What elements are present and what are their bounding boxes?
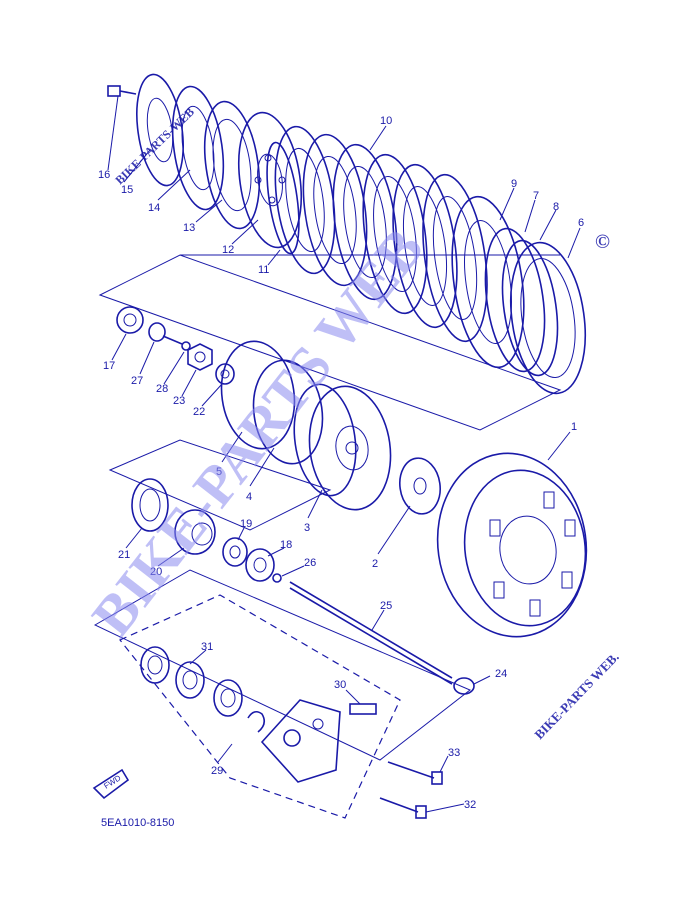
- callout-11: 11: [258, 264, 269, 276]
- part-7-cushion-ring: [484, 227, 546, 373]
- callout-32: 32: [464, 799, 476, 811]
- diagram-code: 5EA1010-8150: [101, 817, 174, 829]
- part-16-bolt: [107, 85, 137, 97]
- part-30-bleed-screw: [349, 703, 377, 715]
- callout-numbers: 1 2 3 4 5 6 7 8 9 10 11 12 13 14 15 16 1…: [98, 115, 584, 811]
- callout-12: 12: [222, 244, 234, 256]
- part-31-seal-set: [140, 646, 243, 717]
- part-29-push-lever-housing: [247, 699, 341, 783]
- part-32-bolt: [379, 797, 427, 819]
- callout-30: 30: [334, 679, 346, 691]
- callout-29: 29: [211, 765, 223, 777]
- part-5-circlip: [220, 340, 296, 450]
- fwd-label: FWD: [102, 773, 122, 790]
- part-33-bolt: [387, 761, 443, 785]
- callout-23: 23: [173, 395, 185, 407]
- watermark-main: BIKE-PARTS WEB: [79, 216, 436, 648]
- part-2-thrust-washer: [399, 457, 441, 515]
- fwd-arrow-icon: FWD: [92, 768, 130, 800]
- callout-26: 26: [304, 557, 316, 569]
- part-19-washer: [222, 537, 248, 567]
- callout-21: 21: [118, 549, 130, 561]
- callout-24: 24: [495, 668, 507, 680]
- callout-25: 25: [380, 600, 392, 612]
- part-26-ball: [272, 573, 282, 583]
- part-10-friction-plate-stack: [274, 125, 488, 343]
- callout-10: 10: [380, 115, 392, 127]
- part-25-push-rod: [289, 581, 453, 685]
- callout-17: 17: [103, 360, 115, 372]
- part-28-ball: [181, 341, 191, 351]
- part-9-clutch-plate: [451, 195, 525, 369]
- leader-lines: [107, 95, 581, 813]
- callout-15: 15: [121, 184, 133, 196]
- part-20-spacer: [174, 509, 216, 555]
- part-12-pressure-plate: [238, 111, 302, 249]
- callout-33: 33: [448, 747, 460, 759]
- part-3-clutch-boss: [293, 383, 392, 511]
- part-24-oil-seal: [453, 677, 475, 695]
- callout-27: 27: [131, 375, 143, 387]
- part-8-seat-plate: [501, 239, 559, 377]
- part-13-diaphragm: [203, 100, 261, 230]
- callout-28: 28: [156, 383, 168, 395]
- callout-2: 2: [372, 558, 378, 570]
- callout-6: 6: [578, 217, 584, 229]
- callout-18: 18: [280, 539, 292, 551]
- part-11-ring: [266, 141, 300, 255]
- callout-1: 1: [571, 421, 577, 433]
- callout-14: 14: [148, 202, 160, 214]
- part-17-bearing: [116, 306, 144, 334]
- callout-13: 13: [183, 222, 195, 234]
- watermark-bottom: BIKE-PARTS WEB.: [531, 649, 621, 742]
- part-23-nut: [187, 343, 213, 371]
- part-21-needle-bearing: [131, 478, 169, 532]
- callout-3: 3: [304, 522, 310, 534]
- part-4-plate-ring: [252, 359, 324, 465]
- callout-31: 31: [201, 641, 213, 653]
- callout-20: 20: [150, 566, 162, 578]
- guide-frames: [93, 254, 562, 819]
- part-27-push-rod: [148, 322, 183, 345]
- callout-4: 4: [246, 491, 252, 503]
- callout-9: 9: [511, 178, 517, 190]
- callout-5: 5: [216, 466, 222, 478]
- part-22-washer: [215, 363, 235, 385]
- callout-7: 7: [533, 190, 539, 202]
- part-6-friction-plate: [510, 241, 586, 395]
- copyright-mark: ©: [595, 231, 610, 253]
- part-1-primary-driven-gear: [436, 452, 588, 638]
- part-18-washer: [245, 548, 275, 582]
- callout-16: 16: [98, 169, 110, 181]
- callout-22: 22: [193, 406, 205, 418]
- callout-8: 8: [553, 201, 559, 213]
- callout-19: 19: [240, 518, 252, 530]
